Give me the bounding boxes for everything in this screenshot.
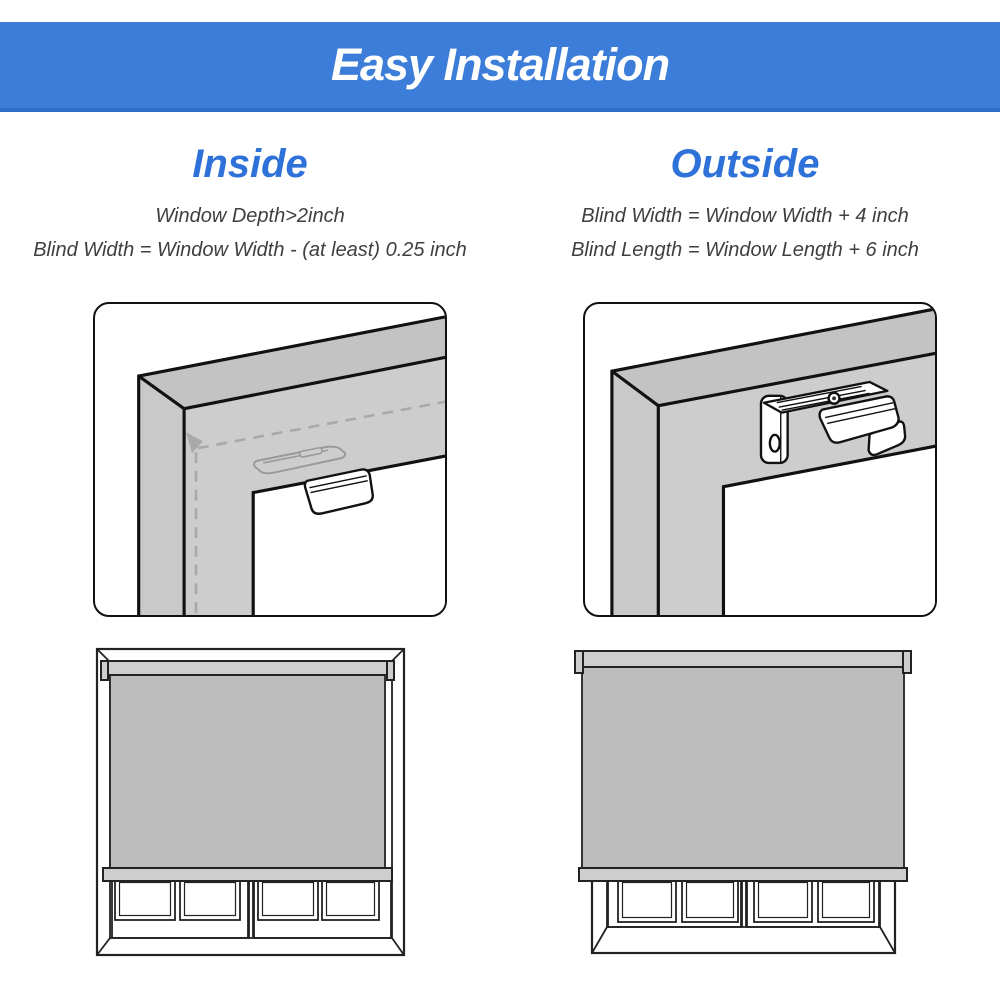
headrail-end-cap	[902, 650, 912, 674]
blind-headrail	[100, 660, 395, 676]
header-banner: Easy Installation	[0, 22, 1000, 112]
roller-blind	[574, 650, 912, 882]
window-opening	[253, 456, 445, 615]
dashed-arrowhead	[186, 432, 203, 454]
outside-bracket-illustration	[583, 302, 937, 617]
outside-spec-width: Blind Width = Window Width + 4 inch	[581, 205, 909, 227]
headrail-end-cap	[386, 660, 395, 681]
blind-bottom-rail	[578, 867, 908, 882]
headrail-end-cap	[100, 660, 109, 681]
inside-mount-bracket-icon	[252, 445, 374, 515]
frame-left-face	[138, 376, 185, 615]
recess-soffit	[184, 357, 445, 615]
outside-blind-drawing	[574, 650, 912, 955]
outside-bracket-drawing	[610, 307, 935, 615]
outside-blind-illustration	[570, 640, 920, 960]
blind-bottom-rail	[102, 867, 393, 882]
inside-heading: Inside	[192, 142, 308, 186]
frame-top-face	[611, 309, 935, 406]
roller-blind	[100, 660, 395, 882]
outside-mount-bracket-icon	[759, 380, 907, 465]
blind-fabric	[581, 666, 905, 869]
inside-bracket-illustration	[93, 302, 447, 617]
window-opening	[723, 446, 935, 615]
inside-bracket-drawing	[137, 315, 445, 615]
outside-heading: Outside	[670, 142, 820, 186]
frame-top-face	[138, 316, 445, 409]
inside-blind-illustration	[90, 642, 412, 960]
outside-spec-length: Blind Length = Window Length + 6 inch	[571, 239, 919, 261]
inside-spec-width: Blind Width = Window Width - (at least) …	[33, 239, 467, 261]
depth-dashed-line	[197, 400, 445, 450]
inside-blind-drawing	[95, 647, 406, 957]
headrail-end-cap	[574, 650, 584, 674]
blind-headrail	[574, 650, 912, 668]
frame-left-face	[611, 371, 659, 615]
bracket-screw	[832, 396, 837, 401]
inside-spec-depth: Window Depth>2inch	[155, 205, 345, 227]
page-title: Easy Installation	[330, 39, 670, 90]
blind-fabric	[109, 674, 386, 869]
